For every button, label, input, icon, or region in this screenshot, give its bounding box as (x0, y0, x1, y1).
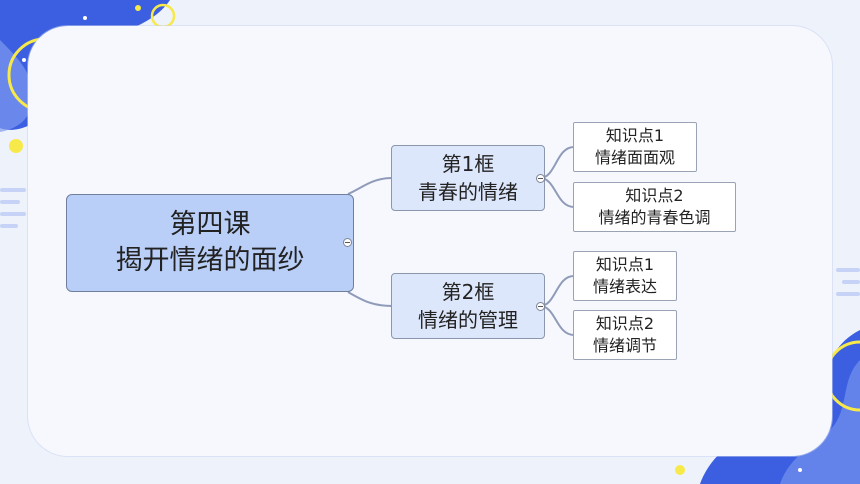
root-subtitle: 揭开情绪的面纱 (115, 245, 305, 276)
bottom-right-wave-light (780, 360, 860, 484)
white-dot (798, 468, 802, 472)
branch-1-collapse-toggle-icon[interactable] (536, 174, 545, 183)
yellow-dot (135, 5, 141, 11)
white-dot (22, 58, 26, 62)
branch-1-title: 第1框 (441, 152, 495, 176)
left-stripe (0, 224, 18, 228)
right-stripe (836, 292, 860, 296)
leaf-2-2-title: 知识点2 (595, 314, 655, 333)
leaf-node-1-1[interactable]: 知识点1 情绪面面观 (573, 122, 697, 172)
connector-branch2-leaf1 (539, 275, 575, 307)
white-dot (83, 16, 87, 20)
left-stripe (0, 200, 20, 204)
leaf-node-2-1[interactable]: 知识点1 情绪表达 (573, 251, 677, 301)
branch-2-title: 第2框 (441, 280, 495, 304)
leaf-1-2-title: 知识点2 (625, 186, 684, 205)
leaf-1-1-subtitle: 情绪面面观 (594, 148, 675, 167)
connector-root-branch1 (347, 177, 393, 195)
branch-node-1[interactable]: 第1框 青春的情绪 (391, 145, 545, 211)
connector-branch1-leaf1 (539, 146, 575, 179)
left-stripe (0, 188, 26, 192)
leaf-1-2-subtitle: 情绪的青春色调 (598, 208, 711, 227)
root-node[interactable]: 第四课 揭开情绪的面纱 (66, 194, 354, 292)
right-stripe (836, 268, 860, 272)
leaf-node-2-2[interactable]: 知识点2 情绪调节 (573, 310, 677, 360)
connector-root-branch2 (347, 291, 393, 307)
leaf-2-2-subtitle: 情绪调节 (592, 336, 657, 355)
root-title: 第四课 (169, 209, 251, 240)
connector-branch2-leaf2 (539, 305, 575, 336)
left-stripe (0, 212, 26, 216)
yellow-dot (9, 139, 23, 153)
branch-2-subtitle: 情绪的管理 (418, 308, 518, 332)
branch-2-collapse-toggle-icon[interactable] (536, 302, 545, 311)
leaf-2-1-title: 知识点1 (595, 255, 655, 274)
leaf-node-1-2[interactable]: 知识点2 情绪的青春色调 (573, 182, 736, 232)
right-stripe (842, 280, 860, 284)
branch-node-2[interactable]: 第2框 情绪的管理 (391, 273, 545, 339)
connector-branch1-leaf2 (539, 177, 575, 208)
branch-1-subtitle: 青春的情绪 (418, 180, 518, 204)
leaf-2-1-subtitle: 情绪表达 (592, 277, 657, 296)
yellow-dot (675, 465, 685, 475)
root-collapse-toggle-icon[interactable] (343, 238, 352, 247)
leaf-1-1-title: 知识点1 (605, 126, 665, 145)
top-left-wave-light (0, 40, 33, 132)
